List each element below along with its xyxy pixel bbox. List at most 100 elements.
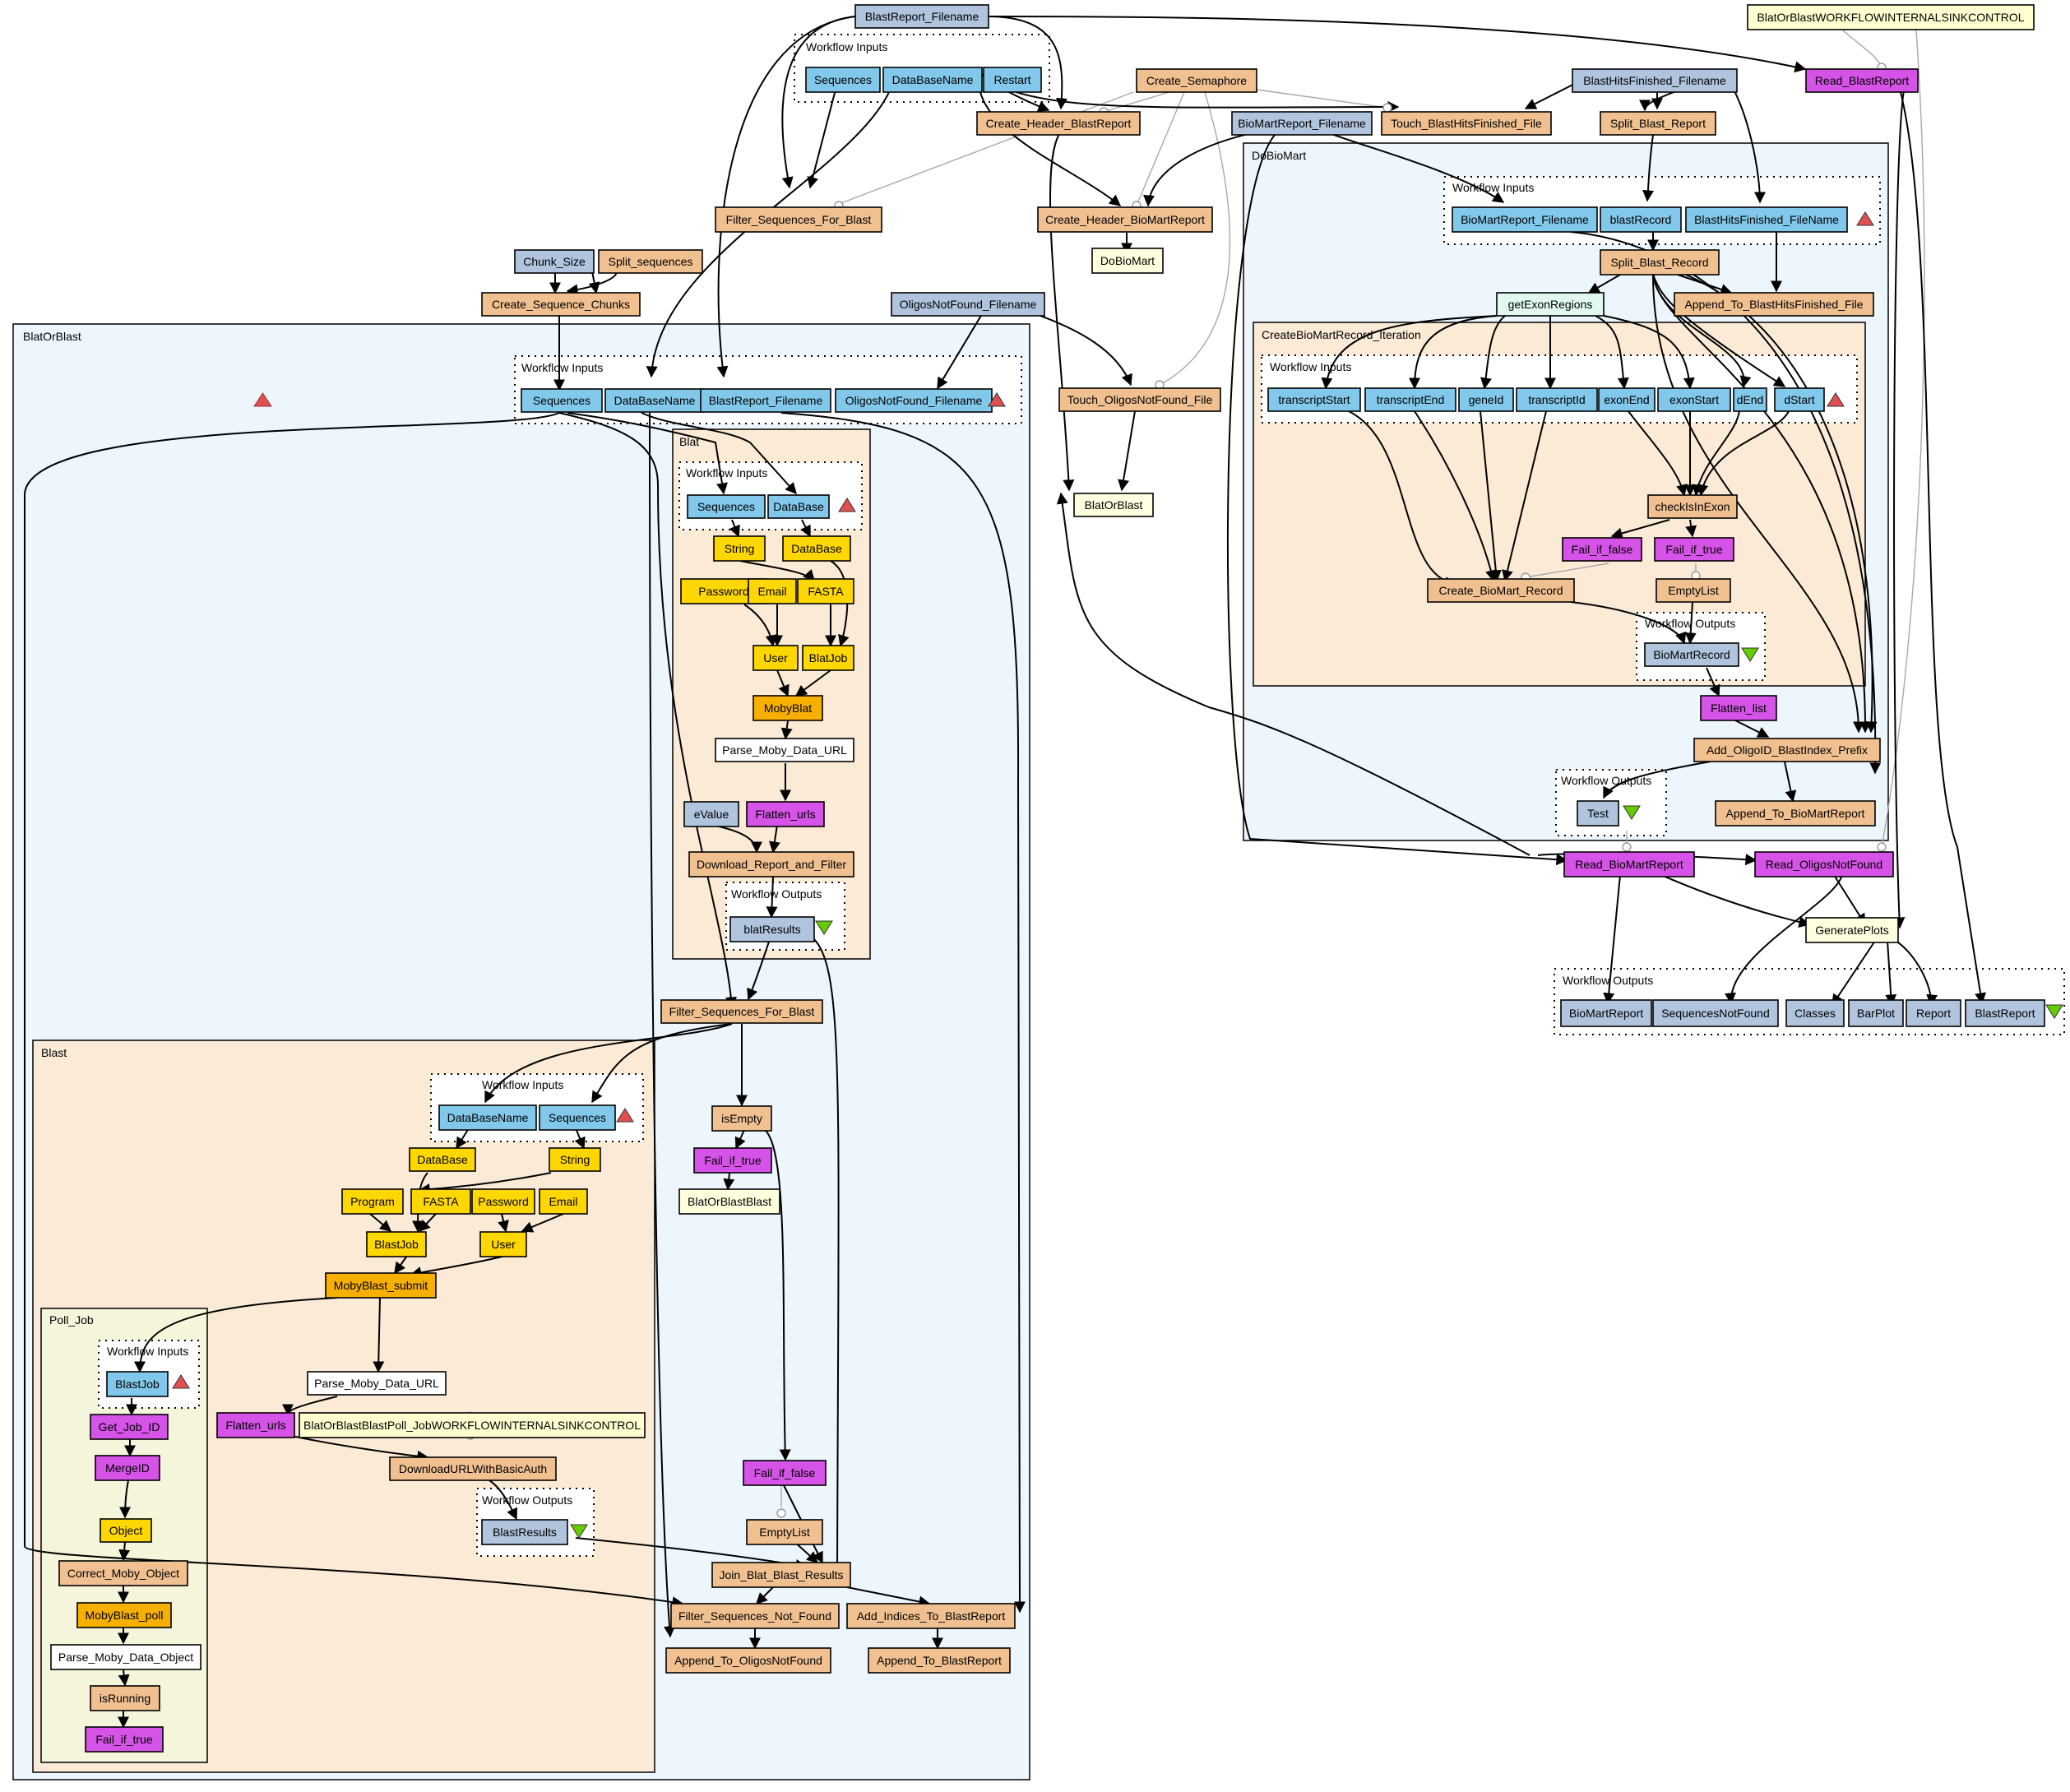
node-poll-control-sink[interactable]: BlatOrBlastBlastPoll_JobWORKFLOWINTERNAL…	[299, 1412, 646, 1438]
node-blat-fasta[interactable]: FASTA	[797, 578, 854, 604]
node-blast-database[interactable]: DataBase	[409, 1147, 476, 1172]
node-database-name[interactable]: DataBaseName	[882, 67, 983, 93]
node-out-sequencesnotfound[interactable]: SequencesNotFound	[1652, 999, 1779, 1027]
node-blatresults[interactable]: blatResults	[729, 916, 815, 942]
node-mobyblast-submit[interactable]: MobyBlast_submit	[325, 1272, 437, 1299]
node-blat-database2[interactable]: DataBase	[782, 535, 851, 562]
node-emptylist[interactable]: EmptyList	[746, 1519, 823, 1545]
node-parse-moby-data-url[interactable]: Parse_Moby_Data_URL	[715, 738, 854, 762]
node-biomartreport-filename[interactable]: BioMartReport_Filename	[1231, 111, 1373, 136]
node-create-header-blastreport[interactable]: Create_Header_BlastReport	[976, 111, 1141, 136]
node-blasthitsfinished-filename[interactable]: BlastHitsFinished_Filename	[1572, 68, 1738, 93]
node-out-biomartreport[interactable]: BioMartReport	[1560, 999, 1652, 1027]
node-append-to-blastreport[interactable]: Append_To_BlastReport	[868, 1647, 1011, 1674]
node-biomartrecord[interactable]: BioMartRecord	[1644, 642, 1739, 667]
node-generateplots[interactable]: GeneratePlots	[1805, 917, 1899, 943]
node-split-blast-report[interactable]: Split_Blast_Report	[1600, 111, 1716, 136]
node-getexonregions[interactable]: getExonRegions	[1496, 292, 1605, 317]
node-append-to-biomartreport[interactable]: Append_To_BioMartReport	[1715, 800, 1876, 827]
node-out-barplot[interactable]: BarPlot	[1848, 999, 1904, 1027]
node-blat-string[interactable]: String	[713, 535, 766, 562]
node-split-sequences[interactable]: Split_sequences	[598, 249, 703, 274]
node-isrunning[interactable]: isRunning	[90, 1685, 160, 1711]
node-chunk-size[interactable]: Chunk_Size	[514, 249, 595, 274]
node-blast-user[interactable]: User	[479, 1231, 527, 1257]
node-correct-moby-object[interactable]: Correct_Moby_Object	[58, 1560, 188, 1586]
node-parse-moby-data-object[interactable]: Parse_Moby_Data_Object	[50, 1644, 201, 1670]
node-read-biomartreport[interactable]: Read_BioMartReport	[1563, 851, 1695, 877]
node-mergeid[interactable]: MergeID	[95, 1455, 160, 1481]
node-get-job-id[interactable]: Get_Job_ID	[90, 1414, 169, 1440]
node-downloadurlwithbasicauth[interactable]: DownloadURLWithBasicAuth	[389, 1456, 557, 1481]
node-out-blastreport[interactable]: BlastReport	[1965, 999, 2045, 1027]
node-dbm-blastrecord[interactable]: blastRecord	[1600, 206, 1682, 233]
node-blatorblast[interactable]: BlatOrBlast	[1073, 493, 1154, 517]
node-poll-blastjob[interactable]: BlastJob	[106, 1371, 169, 1397]
node-bob-blastreport-filename[interactable]: BlastReport_Filename	[700, 388, 831, 413]
node-out-report[interactable]: Report	[1906, 999, 1961, 1027]
node-transcriptend[interactable]: transcriptEnd	[1364, 387, 1456, 412]
node-exonstart[interactable]: exonStart	[1657, 387, 1731, 412]
node-bob-database-name[interactable]: DataBaseName	[604, 388, 705, 413]
node-out-classes[interactable]: Classes	[1785, 999, 1845, 1027]
node-mobyblast-poll[interactable]: MobyBlast_poll	[76, 1602, 172, 1628]
node-split-blast-record[interactable]: Split_Blast_Record	[1600, 249, 1720, 276]
node-filter-sequences-not-found[interactable]: Filter_Sequences_Not_Found	[670, 1603, 840, 1629]
node-touch-oligosnotfound-file[interactable]: Touch_OligosNotFound_File	[1058, 387, 1221, 412]
node-blastreport-filename[interactable]: BlastReport_Filename	[854, 4, 989, 29]
node-blatorblastblast[interactable]: BlatOrBlastBlast	[678, 1188, 780, 1215]
node-oligosnotfound-filename[interactable]: OligosNotFound_Filename	[891, 292, 1045, 317]
node-mobyblat[interactable]: MobyBlat	[753, 695, 823, 721]
node-fail-if-false[interactable]: Fail_if_false	[743, 1460, 827, 1486]
node-download-report-and-filter[interactable]: Download_Report_and_Filter	[688, 851, 854, 877]
node-object[interactable]: Object	[100, 1518, 152, 1543]
node-blast-flatten-urls[interactable]: Flatten_urls	[216, 1412, 295, 1438]
node-append-to-blasthitsfinished-file[interactable]: Append_To_BlastHitsFinished_File	[1674, 292, 1874, 317]
node-blat-email[interactable]: Email	[748, 578, 797, 604]
node-blat-user[interactable]: User	[753, 645, 799, 671]
node-blast-string[interactable]: String	[549, 1147, 601, 1172]
node-blast-program[interactable]: Program	[341, 1188, 404, 1215]
node-dstart[interactable]: dStart	[1774, 387, 1825, 412]
node-touch-blasthitsfinished-file[interactable]: Touch_BlastHitsFinished_File	[1381, 111, 1552, 136]
node-blast-password[interactable]: Password	[471, 1188, 535, 1215]
node-bob-filter-sequences-for-blast[interactable]: Filter_Sequences_For_Blast	[660, 999, 823, 1024]
node-create-header-biomartreport[interactable]: Create_Header_BioMartReport	[1037, 206, 1213, 233]
node-transcriptstart[interactable]: transcriptStart	[1267, 387, 1361, 412]
node-restart[interactable]: Restart	[983, 67, 1042, 93]
node-bob-oligosnotfound-filename[interactable]: OligosNotFound_Filename	[835, 388, 993, 413]
node-evalue[interactable]: eValue	[683, 801, 739, 827]
node-control-sink[interactable]: BlatOrBlastWORKFLOWINTERNALSINKCONTROL	[1747, 4, 2035, 30]
node-bob-sequences[interactable]: Sequences	[521, 388, 603, 413]
node-join-blat-blast-results[interactable]: Join_Blat_Blast_Results	[711, 1562, 851, 1588]
node-create-semaphore[interactable]: Create_Semaphore	[1136, 68, 1257, 93]
node-iter-fail-if-true[interactable]: Fail_if_true	[1654, 537, 1734, 562]
node-geneid[interactable]: geneId	[1458, 387, 1514, 412]
node-blat-sequences[interactable]: Sequences	[687, 494, 766, 519]
node-transcriptid[interactable]: transcriptId	[1516, 387, 1598, 412]
node-fail-if-true[interactable]: Fail_if_true	[693, 1147, 772, 1174]
node-dobiomart[interactable]: DoBioMart	[1091, 248, 1164, 274]
node-add-oligoid-blastindex-prefix[interactable]: Add_OligoID_BlastIndex_Prefix	[1693, 738, 1881, 762]
node-flatten-urls[interactable]: Flatten_urls	[746, 801, 825, 827]
node-iter-emptylist[interactable]: EmptyList	[1656, 578, 1731, 603]
node-checkisinexon[interactable]: checkIsInExon	[1647, 494, 1738, 519]
node-blast-parse-moby-data-url[interactable]: Parse_Moby_Data_URL	[307, 1371, 447, 1396]
node-flatten-list[interactable]: Flatten_list	[1700, 695, 1777, 721]
node-isempty[interactable]: isEmpty	[711, 1105, 772, 1132]
node-blat-database[interactable]: DataBase	[767, 494, 830, 519]
node-poll-fail-if-true[interactable]: Fail_if_true	[85, 1726, 164, 1753]
node-dbm-blasthitsfinished-filename[interactable]: BlastHitsFinished_FileName	[1685, 206, 1848, 233]
node-blat-blatjob[interactable]: BlatJob	[802, 645, 854, 671]
node-read-blastreport[interactable]: Read_BlastReport	[1805, 68, 1919, 93]
node-blast-fasta[interactable]: FASTA	[410, 1188, 471, 1215]
node-filter-sequences-for-blast[interactable]: Filter_Sequences_For_Blast	[715, 206, 882, 233]
node-blastresults[interactable]: BlastResults	[481, 1519, 568, 1545]
node-exonend[interactable]: exonEnd	[1598, 387, 1656, 412]
node-iter-fail-if-false[interactable]: Fail_if_false	[1562, 537, 1642, 562]
node-test[interactable]: Test	[1577, 800, 1619, 827]
node-blast-sequences[interactable]: Sequences	[539, 1104, 616, 1131]
node-dend[interactable]: dEnd	[1733, 387, 1767, 412]
node-append-to-oligosnotfound[interactable]: Append_To_OligosNotFound	[665, 1647, 831, 1674]
node-sequences[interactable]: Sequences	[805, 67, 881, 93]
